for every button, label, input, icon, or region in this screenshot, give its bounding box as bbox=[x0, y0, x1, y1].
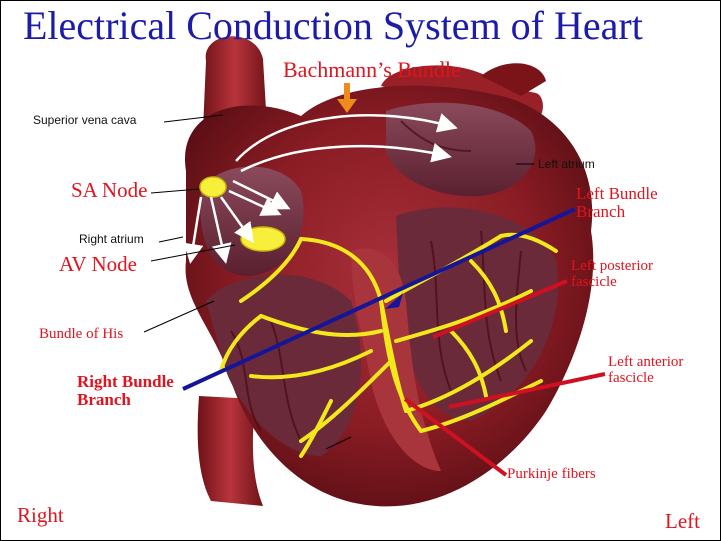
left-bundle-branch-line1: Left Bundle bbox=[576, 184, 658, 203]
sa-node-label: SA Node bbox=[71, 178, 148, 202]
left-posterior-fascicle-line2: fascicle bbox=[571, 273, 617, 290]
white-arrow-icon bbox=[183, 113, 458, 264]
purkinje-fibers-label: Purkinje fibers bbox=[507, 466, 596, 482]
blue-arrowhead-icon bbox=[385, 293, 403, 309]
right-bundle-branch-line2: Branch bbox=[77, 389, 131, 409]
left-posterior-fascicle-line1: Left posterior bbox=[571, 258, 654, 274]
left-anterior-fascicle-line2: fascicle bbox=[608, 369, 654, 386]
page-title: Electrical Conduction System of Heart bbox=[23, 3, 643, 48]
av-node-label: AV Node bbox=[59, 252, 137, 276]
leader-lines bbox=[143, 114, 534, 450]
sa-node-shape bbox=[199, 176, 227, 198]
septum bbox=[351, 248, 441, 471]
right-atrium-label: Right atrium bbox=[79, 232, 144, 246]
orange-down-arrow-icon bbox=[337, 83, 357, 113]
left-side-label: Left bbox=[665, 509, 700, 533]
left-bundle-branch-line2: Branch bbox=[576, 201, 626, 221]
av-node-shape bbox=[240, 226, 286, 252]
left-anterior-fascicle-label: Left anterior fascicle bbox=[608, 354, 684, 387]
right-bundle-branch-label: Right Bundle Branch bbox=[77, 373, 174, 409]
left-anterior-fascicle-line1: Left anterior bbox=[608, 354, 684, 370]
right-bundle-branch-line1: Right Bundle bbox=[77, 372, 174, 391]
left-posterior-fascicle-label: Left posterior fascicle bbox=[571, 258, 654, 291]
pointer-lines bbox=[182, 207, 606, 477]
bachmann-bundle-label: Bachmann’s Bundle bbox=[283, 57, 461, 82]
right-side-label: Right bbox=[17, 503, 64, 527]
superior-vena-cava-label: Superior vena cava bbox=[33, 113, 137, 127]
bundle-of-his-label: Bundle of His bbox=[39, 326, 124, 342]
inferior-vena-cava-vessel bbox=[197, 396, 263, 506]
left-bundle-branch-label: Left Bundle Branch bbox=[576, 185, 658, 221]
left-atrium-label: Left atrium bbox=[538, 157, 595, 171]
right-ventricle-chamber bbox=[206, 274, 361, 456]
